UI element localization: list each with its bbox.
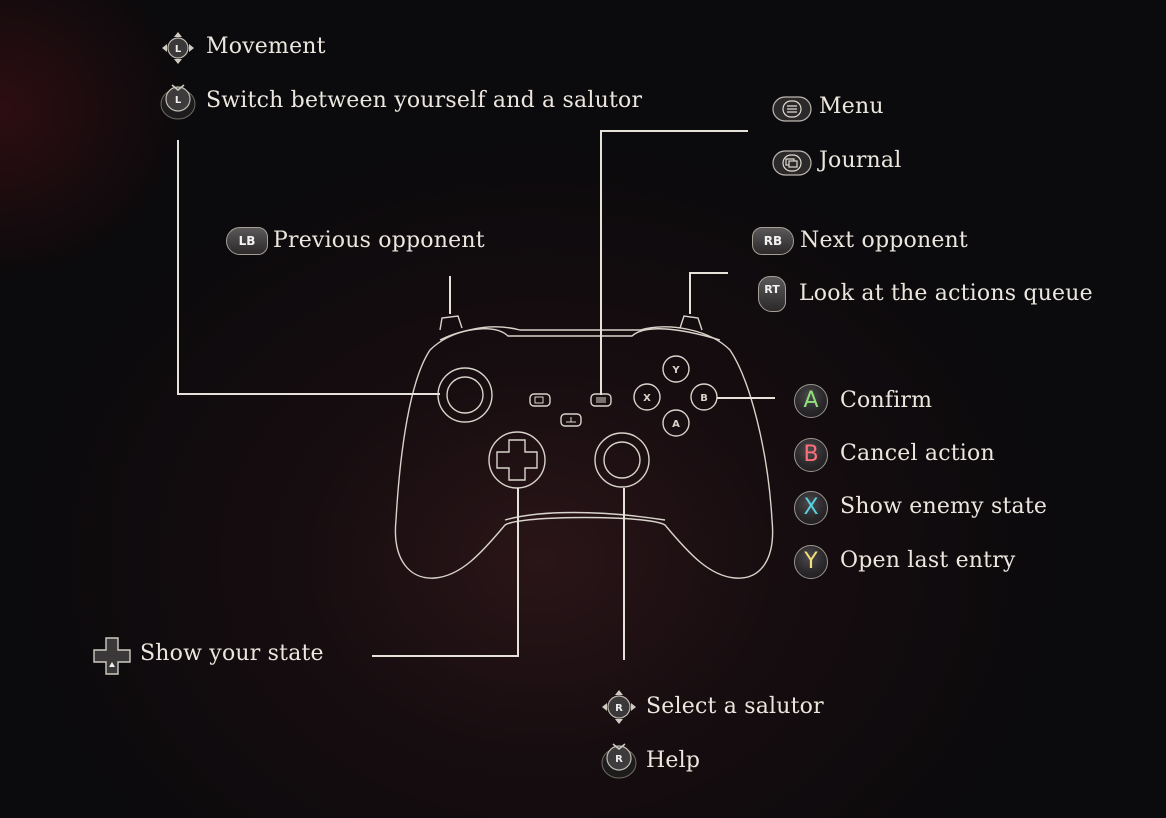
pad-y-button: [662, 355, 690, 383]
menu-icon: [772, 96, 812, 122]
a-button-icon: A: [794, 384, 828, 418]
svg-text:R: R: [615, 754, 623, 765]
pad-x-button: [633, 383, 661, 411]
controller-lower-curve: [504, 511, 666, 521]
x-button-icon: X: [794, 491, 828, 525]
right-stick-move-icon: R: [602, 690, 636, 724]
label-menu: Menu: [819, 94, 884, 119]
lb-bumper-shape: [439, 315, 463, 331]
share-mini-icon: [566, 417, 576, 423]
rt-icon: RT: [758, 276, 786, 312]
label-rt: Look at the actions queue: [799, 281, 1093, 306]
pad-view-button: [529, 393, 551, 407]
pad-b-label: B: [700, 393, 708, 404]
leader-rt: [689, 272, 728, 314]
label-switch: Switch between yourself and a salutor: [206, 88, 643, 113]
rb-icon: RB: [752, 227, 794, 255]
left-stick-press-icon: L: [160, 84, 196, 120]
label-help: Help: [646, 748, 701, 773]
menu-mini-icon: [596, 397, 606, 403]
pad-share-button: [560, 413, 582, 427]
view-mini-icon: [534, 396, 544, 404]
svg-text:L: L: [175, 44, 182, 55]
pad-a-label: A: [672, 419, 680, 430]
dpad-icon: [93, 637, 131, 675]
svg-text:L: L: [175, 95, 182, 106]
pad-a-button: [662, 409, 690, 437]
b-button-icon: B: [794, 438, 828, 472]
label-right-stick-move: Select a salutor: [646, 694, 824, 719]
right-stick-outer: [594, 432, 650, 488]
y-button-icon: Y: [794, 545, 828, 579]
journal-icon: [772, 150, 812, 176]
label-b: Cancel action: [840, 441, 995, 466]
pad-y-label: Y: [671, 365, 680, 376]
label-y: Open last entry: [840, 548, 1016, 573]
label-dpad: Show your state: [140, 641, 324, 666]
left-stick-inner: [446, 376, 484, 414]
label-x: Show enemy state: [840, 494, 1048, 519]
right-stick-press-icon: R: [601, 743, 637, 779]
label-a: Confirm: [840, 388, 933, 413]
svg-text:R: R: [615, 703, 623, 714]
left-stick-move-icon: L: [162, 32, 194, 64]
lb-icon: LB: [226, 227, 268, 255]
rb-bumper-shape: [679, 315, 703, 331]
controller-bumper-line: [439, 328, 721, 341]
label-movement: Movement: [206, 34, 326, 59]
label-journal: Journal: [819, 148, 902, 173]
leader-menu: [600, 130, 748, 395]
label-lb: Previous opponent: [273, 228, 485, 253]
leader-dpad: [372, 488, 519, 657]
pad-x-label: X: [643, 393, 651, 404]
label-rb: Next opponent: [800, 228, 968, 253]
controller-body: [394, 326, 774, 579]
left-stick-outer: [437, 367, 493, 423]
right-stick-inner: [603, 441, 641, 479]
dpad-cross: [496, 439, 538, 481]
leader-left-stick: [177, 140, 440, 395]
